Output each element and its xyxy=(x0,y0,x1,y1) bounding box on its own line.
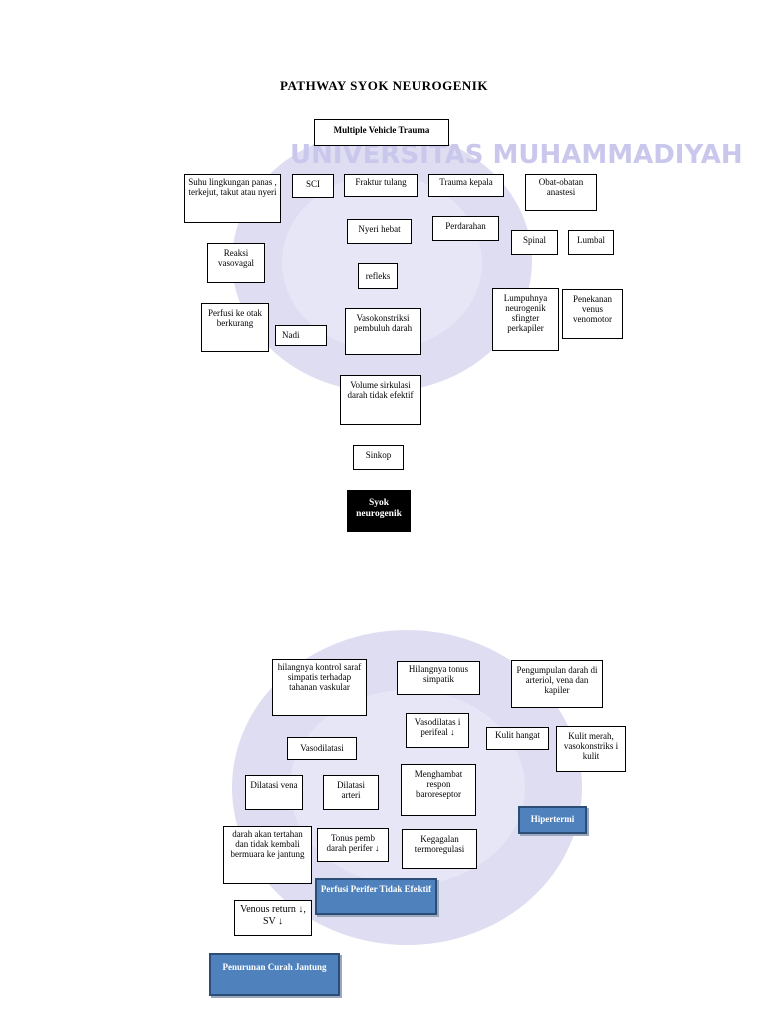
nadi-box: Nadi xyxy=(275,325,327,346)
fraktur-box: Fraktur tulang xyxy=(344,174,418,197)
volume-box: Volume sirkulasi darah tidak efektif xyxy=(340,375,421,425)
hipertermi-box: Hipertermi xyxy=(518,806,587,834)
kulit-hangat-box: Kulit hangat xyxy=(486,727,549,750)
spinal-box: Spinal xyxy=(511,230,558,255)
tonus-pemb-box: Tonus pemb darah perifer ↓ xyxy=(317,828,389,862)
perfusi-perifer-box: Perfusi Perifer Tidak Efektif xyxy=(315,878,437,915)
multiple-trauma-box: Multiple Vehicle Trauma xyxy=(314,119,449,146)
vasokonstriksi-box: Vasokonstriksi pembuluh darah xyxy=(345,308,421,355)
penurunan-curah-box: Penurunan Curah Jantung xyxy=(209,953,340,996)
kegagalan-box: Kegagalan termoregulasi xyxy=(402,829,477,869)
perfusi-box: Perfusi ke otak berkurang xyxy=(201,303,269,352)
kulit-merah-box: Kulit merah, vasokonstriks i kulit xyxy=(556,726,626,772)
suhu-box: Suhu lingkungan panas , terkejut, takut … xyxy=(184,174,281,223)
syok-neurogenik-box: Syok neurogenik xyxy=(347,490,411,532)
vasodilatasi-perifer-box: Vasodilatas i perifeal ↓ xyxy=(406,713,469,748)
refleks-box: refleks xyxy=(358,263,398,289)
pengumpulan-box: Pengumpulan darah di arteriol, vena dan … xyxy=(511,660,603,708)
reaksi-box: Reaksi vasovagal xyxy=(207,243,265,283)
perdarahan-box: Perdarahan xyxy=(432,216,499,241)
dilatasi-vena-box: Dilatasi vena xyxy=(245,775,303,810)
sinkop-box: Sinkop xyxy=(353,445,404,470)
vasodilatasi-box: Vasodilatasi xyxy=(287,737,357,760)
trauma-kepala-box: Trauma kepala xyxy=(428,174,504,197)
dilatasi-arteri-box: Dilatasi arteri xyxy=(323,775,379,810)
page-title: PATHWAY SYOK NEUROGENIK xyxy=(280,78,488,93)
lumbal-box: Lumbal xyxy=(568,230,614,255)
menghambat-box: Menghambat respon baroreseptor xyxy=(401,764,476,816)
darah-akan-box: darah akan tertahan dan tidak kembali be… xyxy=(223,826,312,884)
hilangnya-kontrol-box: hilangnya kontrol saraf simpatis terhada… xyxy=(272,659,367,716)
hilangnya-tonus-box: Hilangnya tonus simpatik xyxy=(397,661,480,695)
penekanan-box: Penekanan venus venomotor xyxy=(562,289,623,339)
venous-return-box: Venous return ↓, SV ↓ xyxy=(234,900,312,936)
sci-box: SCI xyxy=(292,174,334,198)
lumpuhnya-box: Lumpuhnya neurogenik sfingter perkapiler xyxy=(492,288,559,351)
nyeri-box: Nyeri hebat xyxy=(347,219,412,244)
obat-box: Obat-obatan anastesi xyxy=(525,174,597,211)
